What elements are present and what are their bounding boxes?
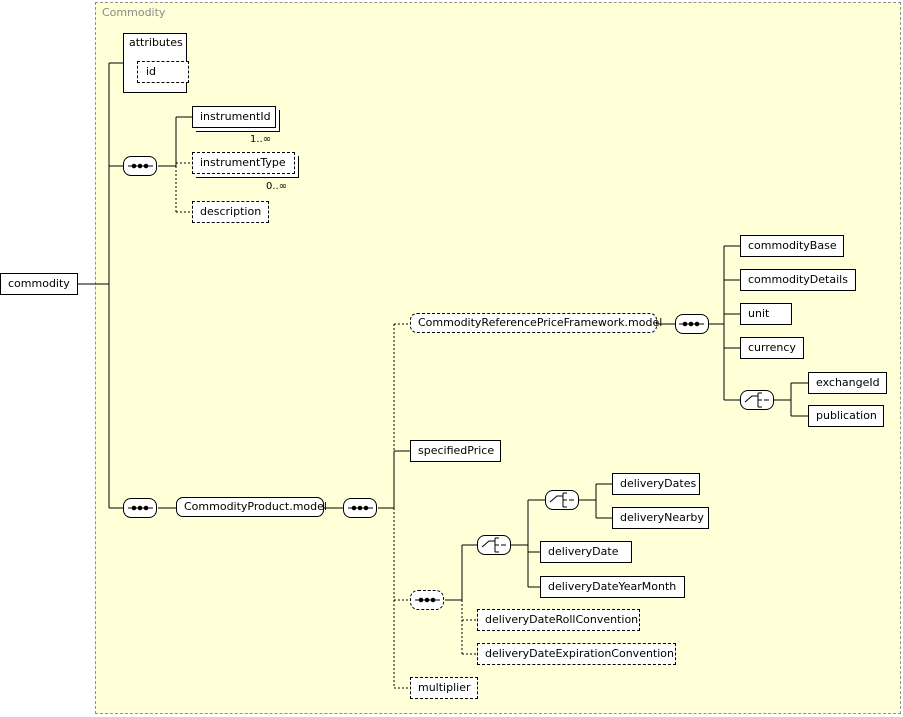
element-currency[interactable]: currency [740, 337, 804, 359]
attribute-id[interactable]: id [137, 61, 189, 83]
sequence-compositor-product-model [343, 498, 377, 518]
element-deliveryDates[interactable]: deliveryDates [612, 473, 700, 495]
attributes-label: attributes [129, 36, 183, 49]
sequence-compositor-product [123, 498, 157, 518]
element-deliveryNearby[interactable]: deliveryNearby [612, 507, 709, 529]
element-deliveryDateRollConvention[interactable]: deliveryDateRollConvention [477, 609, 640, 631]
choice-compositor-delivery-inner [545, 490, 579, 510]
element-unit[interactable]: unit [740, 303, 792, 325]
element-instrumentId[interactable]: instrumentId [192, 106, 276, 128]
sequence-compositor-delivery [410, 590, 444, 610]
element-multiplier[interactable]: multiplier [410, 677, 478, 699]
frame-title: Commodity [102, 6, 166, 19]
element-exchangeId[interactable]: exchangeId [808, 372, 887, 394]
cardinality-instrumentId: 1..∞ [250, 134, 272, 145]
element-publication[interactable]: publication [808, 405, 884, 427]
element-commodityBase[interactable]: commodityBase [740, 235, 844, 257]
root-element-commodity[interactable]: commodity [0, 273, 78, 295]
element-commodityDetails[interactable]: commodityDetails [740, 269, 856, 291]
group-commodity-reference-price-framework-model[interactable]: CommodityReferencePriceFramework.model [410, 313, 662, 333]
element-instrumentType[interactable]: instrumentType [192, 152, 295, 174]
element-deliveryDate[interactable]: deliveryDate [540, 541, 632, 563]
group-commodity-product-model[interactable]: CommodityProduct.model [176, 497, 327, 517]
element-specifiedPrice[interactable]: specifiedPrice [410, 440, 501, 462]
sequence-compositor-reference [675, 314, 709, 334]
cardinality-instrumentType: 0..∞ [266, 181, 288, 192]
choice-compositor-delivery-outer [477, 535, 511, 555]
attributes-box: attributes id [123, 33, 189, 93]
element-deliveryDateExpirationConvention[interactable]: deliveryDateExpirationConvention [477, 643, 676, 665]
choice-compositor-exchange [740, 390, 774, 410]
element-deliveryDateYearMonth[interactable]: deliveryDateYearMonth [540, 576, 685, 598]
element-description[interactable]: description [192, 201, 269, 223]
sequence-compositor-main [123, 156, 157, 176]
